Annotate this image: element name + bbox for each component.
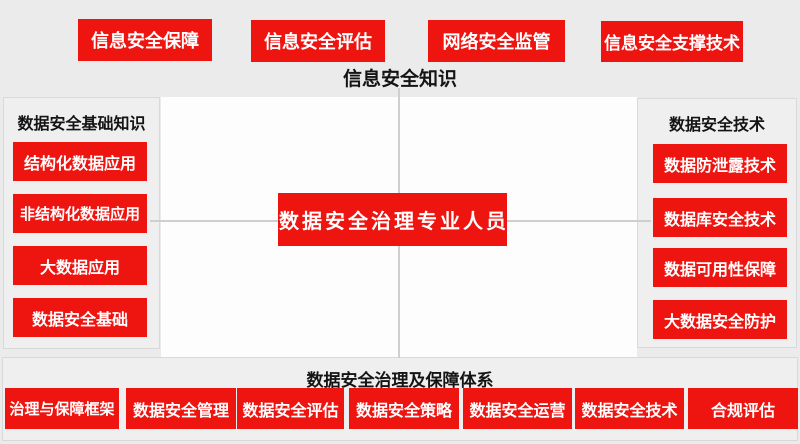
- data-security-technology-panel: 数据安全技术 数据防泄露技术 数据库安全技术 数据可用性保障 大数据安全防护: [637, 98, 797, 348]
- structured-data-application-box: 结构化数据应用: [13, 142, 147, 181]
- data-security-management-box: 数据安全管理: [126, 388, 236, 429]
- data-security-technology-box: 数据安全技术: [575, 388, 684, 429]
- data-security-basics-box: 数据安全基础: [13, 298, 147, 337]
- info-security-knowledge-label: 信息安全知识: [342, 69, 457, 90]
- database-security-tech-box: 数据库安全技术: [653, 198, 787, 237]
- data-security-strategy-box: 数据安全策略: [349, 388, 459, 429]
- network-security-supervision-box: 网络安全监管: [428, 20, 565, 62]
- governance-and-assurance-system-panel: 数据安全治理及保障体系 治理与保障框架 数据安全管理 数据安全评估 数据安全策略…: [2, 357, 798, 441]
- data-availability-assurance-box: 数据可用性保障: [653, 248, 787, 287]
- data-security-operations-box: 数据安全运营: [463, 388, 572, 429]
- governance-and-assurance-framework-box: 治理与保障框架: [5, 388, 119, 429]
- big-data-security-protection-box: 大数据安全防护: [653, 300, 787, 339]
- compliance-evaluation-box: 合规评估: [688, 388, 798, 429]
- info-security-evaluation-box: 信息安全评估: [251, 20, 385, 62]
- unstructured-data-application-box: 非结构化数据应用: [13, 194, 147, 233]
- info-security-support-tech-box: 信息安全支撑技术: [601, 21, 743, 62]
- data-leak-prevention-tech-box: 数据防泄露技术: [653, 144, 787, 183]
- data-security-evaluation-box: 数据安全评估: [237, 388, 344, 429]
- right-panel-title: 数据安全技术: [668, 117, 765, 134]
- info-security-assurance-box: 信息安全保障: [78, 19, 212, 61]
- big-data-application-box: 大数据应用: [13, 246, 147, 285]
- left-panel-title: 数据安全基础知识: [17, 116, 146, 133]
- data-security-governance-professional-box: 数据安全治理专业人员: [278, 193, 507, 246]
- data-security-basics-panel: 数据安全基础知识 结构化数据应用 非结构化数据应用 大数据应用 数据安全基础: [3, 97, 160, 349]
- bottom-panel-title: 数据安全治理及保障体系: [306, 371, 494, 390]
